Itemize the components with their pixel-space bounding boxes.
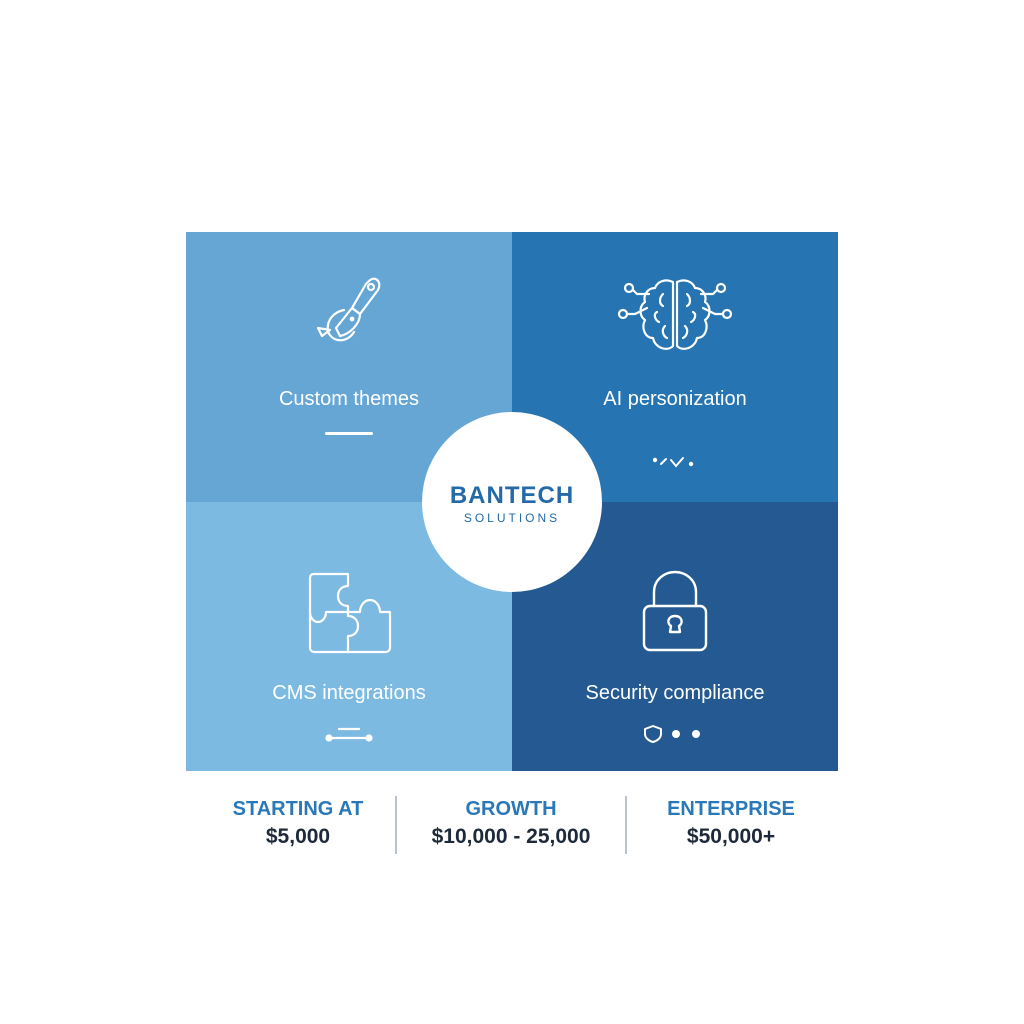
tier-price: $50,000+ (686, 825, 776, 848)
tile-label: Security compliance (585, 682, 765, 704)
brand-name: BANTECH (449, 482, 575, 509)
feature-grid: Custom themes AI personization CMS int (186, 232, 838, 771)
tier-price: $5,000 (265, 825, 331, 848)
connector-line-icon (325, 727, 373, 742)
tile-custom-themes: Custom themes (186, 232, 512, 502)
tier-name: STARTING AT (232, 798, 364, 820)
wave-dots-icon (653, 457, 694, 468)
tier-starting: STARTING AT $5,000 (206, 796, 390, 852)
underline-bar-icon (325, 432, 373, 435)
tile-label: AI personization (603, 388, 747, 410)
padlock-icon (642, 570, 708, 652)
tile-ai-personization: AI personization (512, 232, 838, 502)
tier-divider (625, 796, 627, 854)
puzzle-icon (308, 572, 392, 654)
tier-name: GROWTH (465, 798, 557, 820)
brain-circuit-icon (617, 279, 733, 350)
tier-enterprise: ENTERPRISE $50,000+ (636, 796, 826, 852)
tier-growth: GROWTH $10,000 - 25,000 (406, 796, 616, 852)
brand-logo: BANTECH SOLUTIONS (422, 412, 602, 592)
tier-price: $10,000 - 25,000 (431, 825, 591, 848)
tier-name: ENTERPRISE (667, 798, 795, 820)
tier-divider (395, 796, 397, 854)
paintbrush-icon (316, 277, 381, 342)
brand-subtitle: SOLUTIONS (463, 511, 561, 525)
shield-dots-icon (644, 725, 700, 743)
tile-label: CMS integrations (272, 682, 426, 704)
pricing-tiers: STARTING AT $5,000 GROWTH $10,000 - 25,0… (186, 796, 838, 856)
tile-label: Custom themes (278, 388, 420, 410)
